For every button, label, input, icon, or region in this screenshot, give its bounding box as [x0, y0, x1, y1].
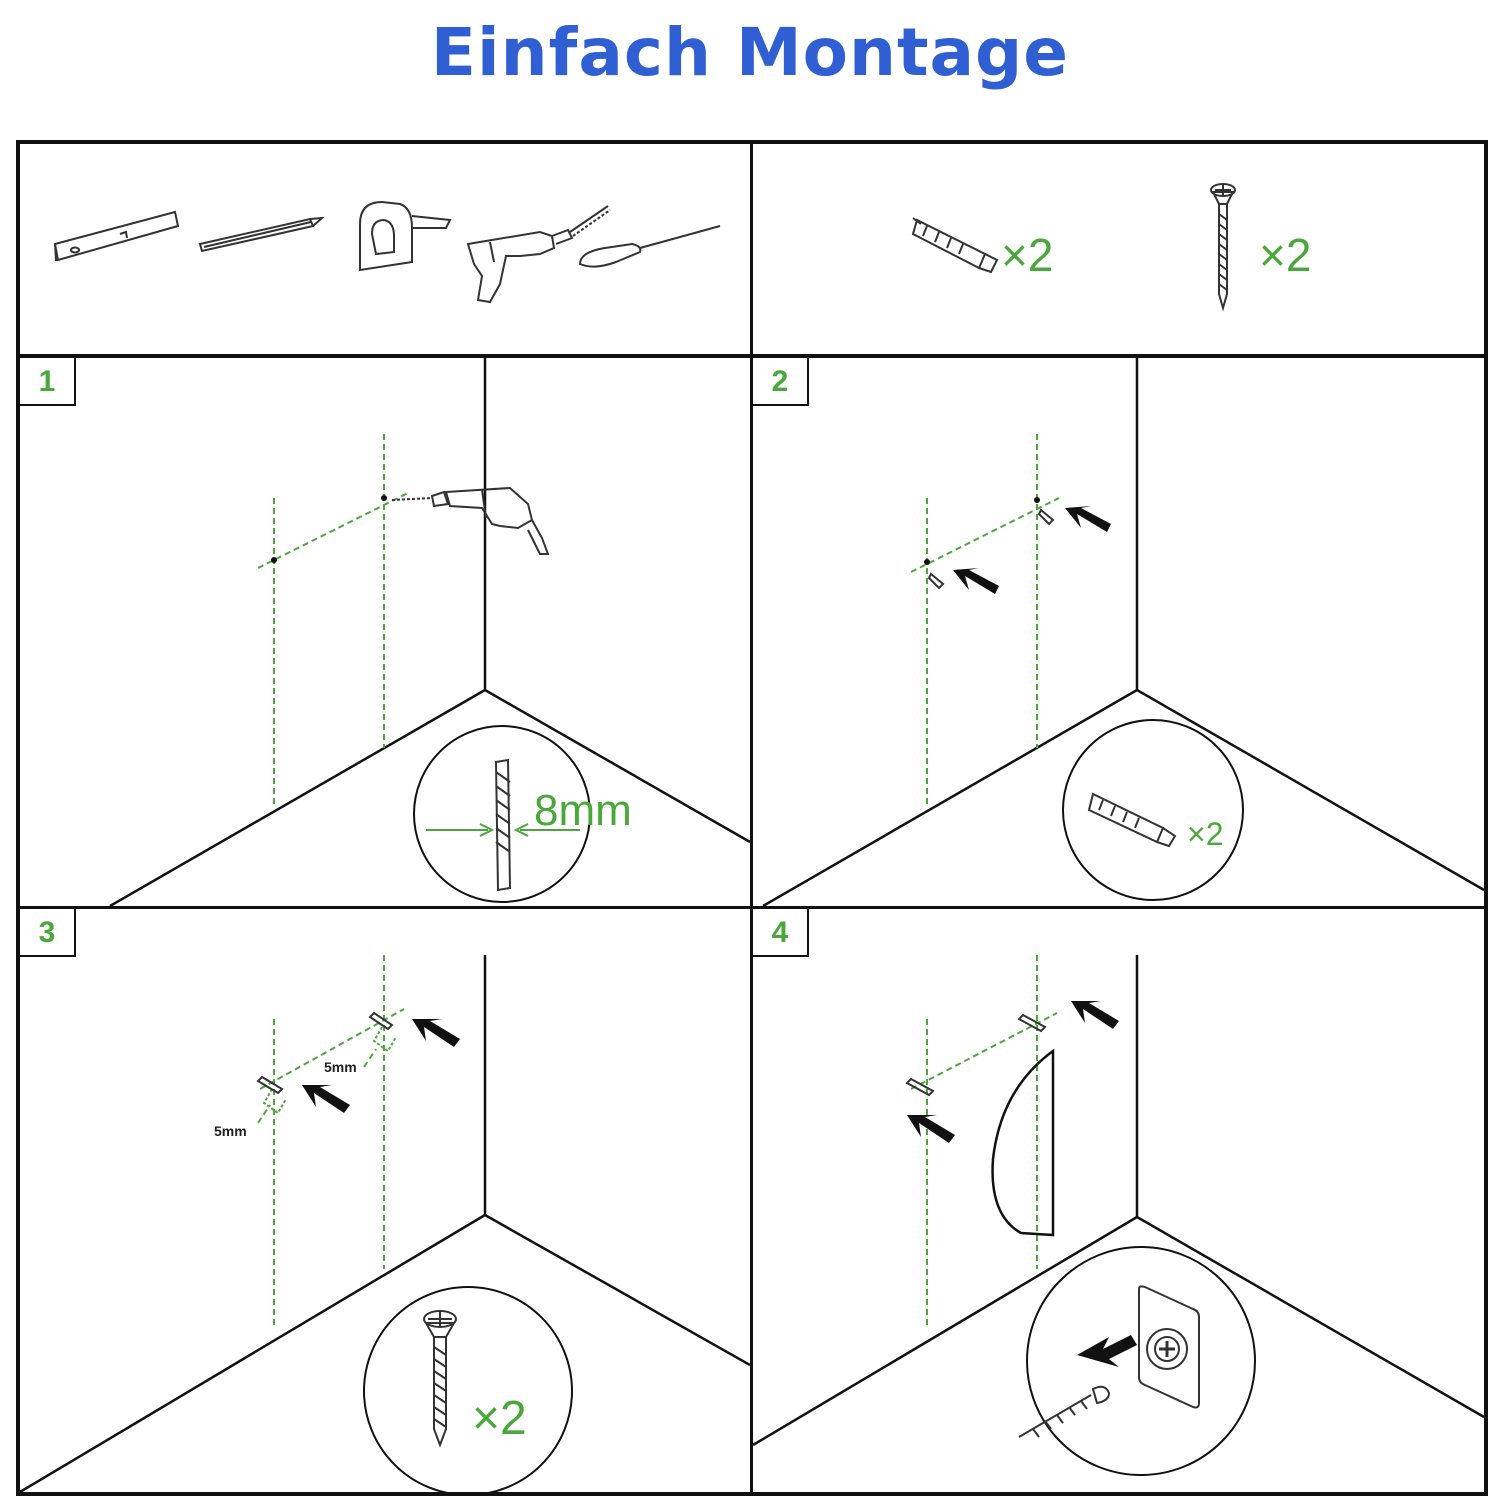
offset-label: 5mm	[214, 1123, 247, 1139]
arrow-icon	[907, 1001, 1119, 1143]
screw-detail	[363, 1286, 573, 1492]
drill-point-marker	[924, 559, 930, 565]
instruction-grid: ×2 ×2	[16, 140, 1488, 1496]
step-number: 4	[753, 909, 809, 957]
step-2-panel: 2 ×2	[753, 358, 1484, 906]
wall-corner	[20, 955, 750, 1492]
tools-panel	[20, 144, 750, 354]
offset-label: 5mm	[324, 1059, 357, 1075]
step-3-panel: 3 5mm 5mm ×2	[20, 909, 750, 1492]
hook-plate	[991, 1048, 1055, 1237]
wall-plug-icon	[911, 217, 999, 274]
step-4-panel: 4	[753, 909, 1484, 1492]
grid-divider-horizontal-1	[20, 354, 1484, 358]
grid-divider-vertical	[750, 144, 753, 1492]
wall-corner	[109, 358, 750, 906]
tape-measure-icon	[359, 200, 452, 272]
parts-panel: ×2 ×2	[753, 144, 1484, 354]
drill-bit-size-label: 8mm	[534, 786, 632, 835]
grid-divider-horizontal-2	[20, 906, 1484, 909]
wall-plug-quantity: ×2	[1187, 816, 1224, 852]
arrow-icon	[1077, 1335, 1137, 1367]
wall-corner	[753, 955, 1484, 1447]
step-1-panel: 1 8mm	[20, 358, 750, 906]
guide-lines	[910, 434, 1060, 808]
wall-plug-icon	[927, 508, 1055, 590]
spirit-level-icon	[53, 210, 180, 262]
drill-bit-detail	[413, 725, 591, 903]
drill-point-marker	[381, 495, 387, 501]
drill-icon	[466, 205, 611, 304]
drill-icon	[391, 486, 550, 555]
step-number: 2	[753, 358, 809, 406]
drill-point-marker	[271, 557, 277, 563]
guide-lines	[910, 955, 1058, 1329]
wall-plug-quantity: ×2	[1001, 229, 1054, 281]
step-number: 1	[20, 358, 76, 406]
pencil-icon	[198, 216, 325, 253]
screw-quantity: ×2	[472, 1392, 527, 1445]
page-title: Einfach Montage	[430, 14, 1070, 91]
guide-lines	[257, 434, 411, 808]
screw-quantity: ×2	[1259, 229, 1312, 281]
screw-icon	[1210, 183, 1236, 312]
step-number: 3	[20, 909, 76, 957]
arrow-icon	[302, 1019, 460, 1113]
wall-plug-detail	[1062, 719, 1244, 901]
screw-icon	[256, 1011, 394, 1095]
awl-icon	[578, 225, 721, 268]
drill-point-marker	[1034, 497, 1040, 503]
guide-lines	[257, 955, 405, 1329]
mounting-detail	[1018, 1246, 1256, 1476]
arrow-icon	[953, 506, 1111, 594]
wall-corner	[762, 358, 1484, 906]
screw-icon	[905, 1013, 1047, 1097]
